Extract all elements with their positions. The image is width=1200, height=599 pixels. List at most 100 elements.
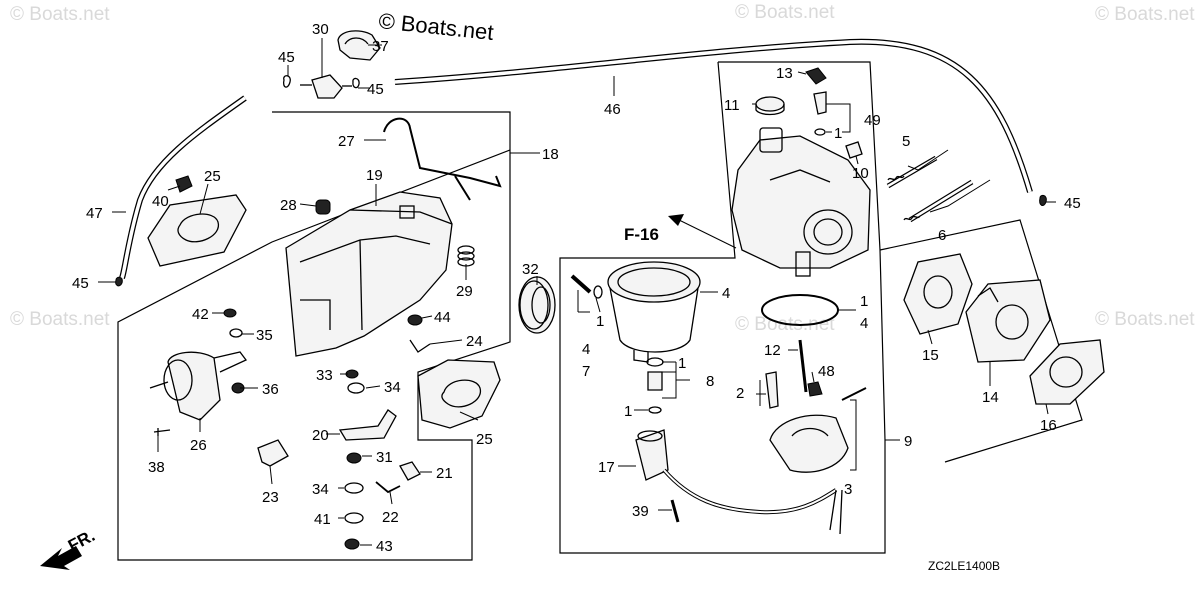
collar — [407, 314, 423, 326]
callout-labels: 30 37 45 45 46 27 18 19 25 40 28 47 32 4… — [72, 21, 1081, 555]
pilot-screw-knob — [805, 67, 827, 85]
callout-13: 13 — [776, 65, 793, 82]
choke-rod — [383, 117, 502, 188]
callout-33: 33 — [316, 367, 333, 384]
callout-5: 5 — [902, 133, 910, 150]
cap — [755, 96, 785, 116]
callout-32: 32 — [522, 261, 539, 278]
callout-1: 1 — [834, 125, 842, 142]
bowl-bolt — [646, 357, 664, 414]
nut — [346, 452, 362, 464]
callout-45: 45 — [278, 49, 295, 66]
callout-9: 9 — [904, 433, 912, 450]
callout-36: 36 — [262, 381, 279, 398]
float — [769, 414, 849, 473]
callout-1: 1 — [860, 293, 868, 310]
callout-28: 28 — [280, 197, 297, 214]
drain-washer — [593, 285, 603, 299]
callout-46: 46 — [604, 101, 621, 118]
callout-38: 38 — [148, 459, 165, 476]
collar — [399, 461, 421, 481]
choke-knob — [257, 439, 289, 467]
watermark-faint: © Boats.net — [735, 2, 835, 23]
callout-37: 37 — [372, 38, 389, 55]
float-bowl — [607, 261, 701, 363]
carburetor-body — [731, 127, 871, 277]
spring-clip — [409, 339, 431, 353]
watermark-faint: © Boats.net — [1095, 4, 1195, 25]
insulator-grommet — [518, 276, 556, 334]
callout-49: 49 — [864, 112, 881, 129]
watermark-main: © Boats.net — [377, 8, 494, 45]
leader-lines — [98, 38, 1056, 546]
callout-6: 6 — [938, 227, 946, 244]
callout-17: 17 — [598, 459, 615, 476]
slow-jet-assembly — [903, 179, 974, 223]
callout-41: 41 — [314, 511, 331, 528]
watermark-faint: © Boats.net — [10, 4, 110, 25]
air-cleaner-gasket-lower — [417, 359, 501, 429]
air-guide-plate — [285, 191, 453, 357]
callout-45: 45 — [72, 275, 89, 292]
washer — [347, 382, 365, 394]
nut — [344, 538, 360, 550]
callout-1: 1 — [596, 313, 604, 330]
float-pin — [841, 387, 867, 401]
callout-29: 29 — [456, 283, 473, 300]
watermark-faint: © Boats.net — [1095, 309, 1195, 330]
insulator-gasket — [903, 253, 973, 335]
callout-14: 14 — [982, 389, 999, 406]
washer — [229, 328, 243, 338]
breather-tube-inner — [120, 96, 247, 279]
group-outline-gaskets — [879, 219, 1083, 463]
callout-48: 48 — [818, 363, 835, 380]
callout-40: 40 — [152, 193, 169, 210]
hose-clip — [352, 77, 360, 89]
callout-44: 44 — [434, 309, 451, 326]
callout-10: 10 — [852, 165, 869, 182]
nut — [223, 308, 237, 318]
fuel-filter — [300, 74, 352, 99]
callout-45: 45 — [1064, 195, 1081, 212]
callout-23: 23 — [262, 489, 279, 506]
group-outline-carburetor — [559, 61, 886, 554]
air-cleaner-gasket — [147, 194, 247, 267]
callout-22: 22 — [382, 509, 399, 526]
pilot-screw — [813, 91, 827, 115]
solenoid-screw — [670, 499, 680, 523]
fuel-cut-solenoid — [635, 429, 843, 535]
callout-31: 31 — [376, 449, 393, 466]
callout-21: 21 — [436, 465, 453, 482]
o-ring — [814, 128, 826, 136]
reference-label: F-16 — [624, 225, 659, 244]
callout-25: 25 — [204, 168, 221, 185]
bracket-lead — [907, 149, 949, 171]
front-direction-arrow — [40, 546, 82, 570]
carburetor-insulator — [965, 279, 1051, 363]
callout-26: 26 — [190, 437, 207, 454]
callout-25: 25 — [476, 431, 493, 448]
callout-1: 1 — [624, 403, 632, 420]
callout-15: 15 — [922, 347, 939, 364]
spring — [457, 245, 475, 267]
callout-3: 3 — [844, 481, 852, 498]
callout-11: 11 — [724, 97, 740, 114]
float-needle — [798, 339, 808, 393]
grommet — [175, 175, 193, 193]
drain-screw — [570, 274, 592, 294]
callout-4: 4 — [722, 285, 730, 302]
callout-8: 8 — [706, 373, 714, 390]
float-clip — [807, 381, 823, 397]
choke-actuator — [149, 351, 248, 421]
callout-1: 1 — [678, 355, 686, 372]
callout-34: 34 — [312, 481, 329, 498]
reference-arrow — [668, 214, 737, 249]
diagram-code: ZC2LE1400B — [928, 559, 1000, 573]
callout-47: 47 — [86, 205, 103, 222]
watermark-faint: © Boats.net — [10, 309, 110, 330]
hose-clip — [282, 75, 291, 88]
washer — [344, 512, 364, 524]
callout-45: 45 — [367, 81, 384, 98]
grommet — [315, 199, 331, 215]
